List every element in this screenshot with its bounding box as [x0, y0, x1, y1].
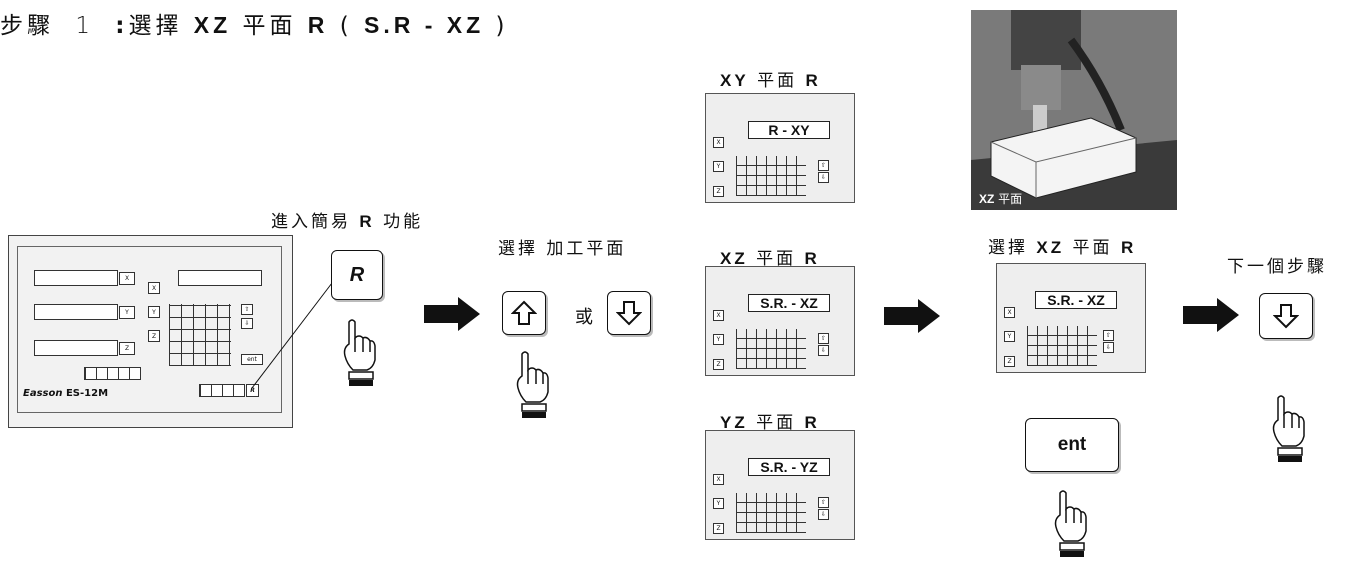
- dro-full-panel: X X Y Y Z Z ⇧ ⇩ ent R Easson ES-12M: [8, 235, 293, 428]
- up-arrow-icon: [511, 300, 537, 325]
- lcd-xz: S.R. - XZ: [748, 294, 830, 312]
- dro-z-zero-key: Z: [119, 342, 135, 355]
- title-code: S.R - XZ: [364, 12, 485, 38]
- dro-func-keys: [84, 367, 141, 380]
- panel-xz: S.R. - XZ X Y Z ⇧ ⇩: [705, 266, 855, 376]
- lcd-xy: R - XY: [748, 121, 830, 139]
- title-r: R: [307, 12, 329, 38]
- dro-r-key: R: [246, 384, 259, 397]
- arrow-right-icon-3: [1183, 298, 1239, 332]
- dro-brand: Easson ES-12M: [23, 388, 109, 399]
- dro-x-display: [34, 270, 118, 286]
- arrow-right-icon-2: [884, 299, 940, 333]
- panel-yz: S.R. - YZ X Y Z ⇧ ⇩: [705, 430, 855, 540]
- dro-y-key: Y: [148, 306, 160, 318]
- dro-y-display: [34, 304, 118, 320]
- panel-xy: R - XY X Y Z ⇧ ⇩: [705, 93, 855, 203]
- down-arrow-key[interactable]: [607, 291, 651, 335]
- dro-down-key: ⇩: [241, 318, 253, 329]
- label-chosen-xz: 選擇 XZ 平面 R: [988, 238, 1137, 258]
- title-paren-open: (: [339, 13, 353, 39]
- machine-photo: XZ 平面: [971, 10, 1177, 210]
- ent-key[interactable]: ent: [1025, 418, 1119, 472]
- dro-keypad: [169, 304, 231, 366]
- pointing-hand-icon: [339, 314, 379, 392]
- r-key[interactable]: R: [331, 250, 383, 300]
- dro-x-key: X: [148, 282, 160, 294]
- lcd-chosen: S.R. - XZ: [1035, 291, 1117, 309]
- label-enter-r: 進入簡易 R 功能: [271, 212, 424, 232]
- down-arrow-icon-2: [1273, 304, 1299, 329]
- label-yz-plane: YZ 平面 R: [720, 413, 820, 433]
- photo-caption: XZ 平面: [979, 192, 1023, 206]
- title-step-number: 1: [75, 13, 94, 39]
- pointing-hand-icon-3: [1050, 485, 1090, 563]
- dro-z-display: [34, 340, 118, 356]
- dro-aux-display: [178, 270, 262, 286]
- title-paren-close: ): [495, 13, 509, 39]
- pointing-hand-icon-4: [1268, 390, 1308, 468]
- up-arrow-key[interactable]: [502, 291, 546, 335]
- title-step-word: 步驟: [0, 13, 54, 39]
- dro-z-key: Z: [148, 330, 160, 342]
- title-plane-word: 平面: [242, 13, 297, 39]
- title-plane: XZ: [193, 12, 232, 38]
- next-down-arrow-key[interactable]: [1259, 293, 1313, 339]
- title-colon: :: [115, 13, 129, 39]
- down-arrow-icon: [616, 301, 642, 326]
- page-title: 步驟 1 :選擇 XZ 平面 R ( S.R - XZ ): [0, 6, 509, 40]
- dro-x-zero-key: X: [119, 272, 135, 285]
- or-word: 或: [575, 307, 593, 328]
- dro-up-key: ⇧: [241, 304, 253, 315]
- label-xz-plane: XZ 平面 R: [720, 249, 820, 269]
- panel-chosen-xz: S.R. - XZ X Y Z ⇧ ⇩: [996, 263, 1146, 373]
- title-action: 選擇: [128, 13, 183, 39]
- pointing-hand-icon-2: [512, 346, 552, 424]
- label-next-step: 下一個步驟: [1227, 257, 1327, 277]
- label-select-plane: 選擇 加工平面: [498, 239, 627, 259]
- lcd-yz: S.R. - YZ: [748, 458, 830, 476]
- dro-bottom-keys: [199, 384, 245, 397]
- dro-y-zero-key: Y: [119, 306, 135, 319]
- dro-ent-key: ent: [241, 354, 263, 365]
- label-xy-plane: XY 平面 R: [720, 71, 821, 91]
- arrow-right-icon: [424, 297, 480, 331]
